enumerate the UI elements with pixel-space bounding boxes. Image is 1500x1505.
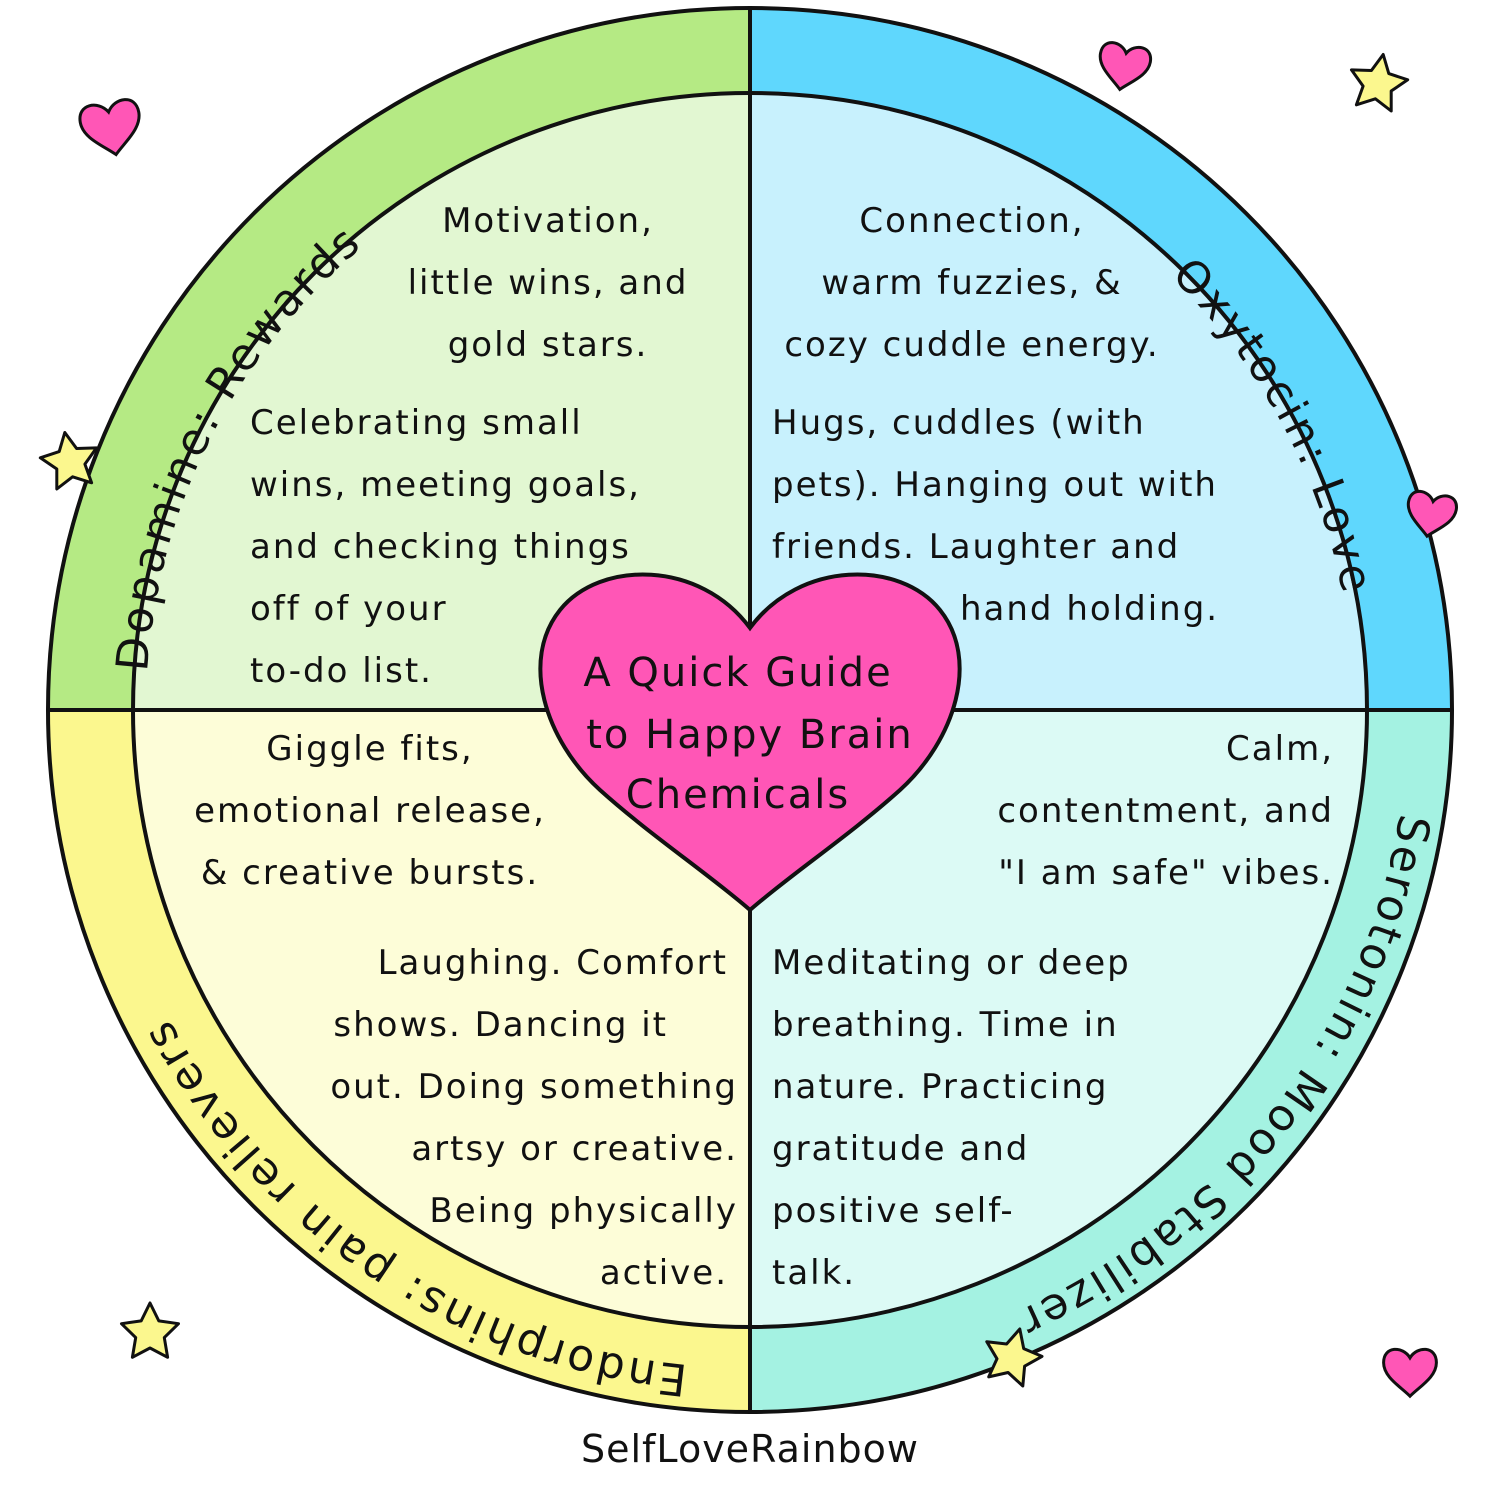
svg-text:to Happy Brain: to Happy Brain <box>586 712 914 758</box>
heart-icon <box>78 98 141 157</box>
svg-text:pets). Hanging out with: pets). Hanging out with <box>772 465 1218 505</box>
svg-text:nature. Practicing: nature. Practicing <box>772 1067 1109 1107</box>
svg-text:Giggle fits,: Giggle fits, <box>266 729 473 769</box>
decorations <box>38 41 1458 1399</box>
svg-text:breathing. Time in: breathing. Time in <box>772 1005 1119 1045</box>
endorphins-activities: Laughing. Comfort shows. Dancing it out.… <box>330 943 738 1293</box>
svg-text:little wins, and: little wins, and <box>408 263 689 303</box>
star-icon <box>38 431 98 491</box>
svg-text:hand holding.: hand holding. <box>960 589 1219 629</box>
dopamine-panel <box>133 93 750 710</box>
heart-icon <box>1098 41 1152 92</box>
svg-text:& creative bursts.: & creative bursts. <box>201 853 539 893</box>
svg-text:positive self-: positive self- <box>772 1191 1015 1231</box>
oxytocin-summary: Connection, warm fuzzies, & cozy cuddle … <box>784 201 1159 365</box>
svg-text:contentment, and: contentment, and <box>997 791 1334 831</box>
svg-text:active.: active. <box>600 1253 728 1293</box>
serotonin-panel <box>750 710 1367 1327</box>
svg-text:Laughing. Comfort: Laughing. Comfort <box>378 943 728 983</box>
svg-text:gratitude and: gratitude and <box>772 1129 1029 1169</box>
svg-text:Being physically: Being physically <box>429 1191 738 1231</box>
serotonin-activities: Meditating or deep breathing. Time in na… <box>772 943 1131 1293</box>
svg-text:off of your: off of your <box>250 589 448 629</box>
dopamine-activities: Celebrating small wins, meeting goals, a… <box>250 403 641 691</box>
svg-text:artsy or creative.: artsy or creative. <box>411 1129 738 1169</box>
credit-text: SelfLoveRainbow <box>581 1427 919 1471</box>
star-icon <box>1350 53 1410 113</box>
svg-text:Calm,: Calm, <box>1226 729 1334 769</box>
svg-text:"I am safe" vibes.: "I am safe" vibes. <box>998 853 1334 893</box>
svg-text:emotional release,: emotional release, <box>194 791 546 831</box>
oxytocin-panel <box>750 93 1367 710</box>
star-icon <box>120 1301 180 1359</box>
svg-text:friends. Laughter and: friends. Laughter and <box>772 527 1180 567</box>
star-icon <box>985 1327 1044 1388</box>
oxytocin-activities: Hugs, cuddles (with pets). Hanging out w… <box>772 403 1219 629</box>
svg-text:warm fuzzies, &: warm fuzzies, & <box>821 263 1122 303</box>
svg-text:wins, meeting goals,: wins, meeting goals, <box>250 465 641 505</box>
svg-text:Celebrating small: Celebrating small <box>250 403 583 443</box>
center-heart-icon <box>538 572 962 913</box>
serotonin-summary: Calm, contentment, and "I am safe" vibes… <box>997 729 1334 893</box>
svg-text:Connection,: Connection, <box>859 201 1084 241</box>
svg-text:Meditating or deep: Meditating or deep <box>772 943 1131 983</box>
endorphins-panel <box>133 710 750 1327</box>
svg-text:Motivation,: Motivation, <box>442 201 654 241</box>
center-title: A Quick Guide to Happy Brain Chemicals <box>583 650 914 818</box>
svg-text:cozy cuddle energy.: cozy cuddle energy. <box>784 325 1159 365</box>
svg-text:shows. Dancing it: shows. Dancing it <box>333 1005 668 1045</box>
svg-text:gold stars.: gold stars. <box>448 325 649 365</box>
svg-text:talk.: talk. <box>772 1253 856 1293</box>
svg-text:A Quick Guide: A Quick Guide <box>583 650 892 696</box>
svg-text:Hugs, cuddles (with: Hugs, cuddles (with <box>772 403 1146 443</box>
heart-icon <box>1406 489 1458 539</box>
svg-text:out. Doing something: out. Doing something <box>330 1067 738 1107</box>
dopamine-summary: Motivation, little wins, and gold stars. <box>408 201 689 365</box>
svg-text:to-do list.: to-do list. <box>250 651 433 691</box>
svg-text:Chemicals: Chemicals <box>626 772 850 818</box>
svg-text:and checking things: and checking things <box>250 527 631 567</box>
heart-icon <box>1382 1347 1438 1399</box>
endorphins-summary: Giggle fits, emotional release, & creati… <box>194 729 546 893</box>
